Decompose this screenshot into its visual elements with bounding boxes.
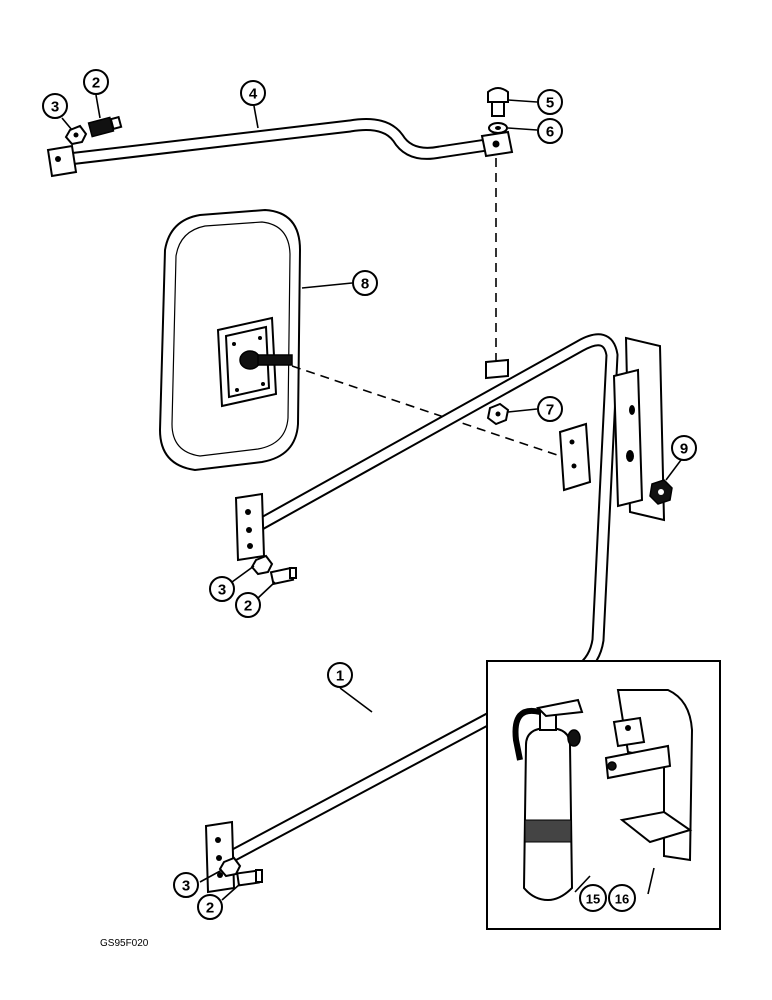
callout-label: 9 (680, 441, 688, 458)
callout-2-lower: 2 (197, 894, 223, 920)
figure-code: GS95F020 (100, 938, 149, 949)
callout-label: 16 (615, 892, 629, 907)
callout-label: 4 (249, 86, 258, 103)
callout-label: 3 (51, 99, 59, 116)
upper-support-bar (46, 118, 514, 178)
callout-16: 16 (608, 884, 636, 912)
nut-7 (486, 402, 510, 426)
callout-3-lower: 3 (173, 872, 199, 898)
nut-lower (218, 856, 242, 878)
callout-label: 7 (546, 402, 554, 419)
mirror (158, 208, 302, 472)
callout-label: 3 (182, 878, 190, 895)
callout-label: 2 (92, 75, 100, 92)
cab-mount-bracket (612, 336, 666, 522)
callout-4: 4 (240, 80, 266, 106)
callout-9: 9 (671, 435, 697, 461)
callout-2-top: 2 (83, 69, 109, 95)
callout-label: 2 (244, 598, 252, 615)
extinguisher-bracket (604, 689, 694, 862)
callout-6: 6 (537, 118, 563, 144)
callout-2-middle: 2 (235, 592, 261, 618)
callout-1: 1 (327, 662, 353, 688)
bolt-5 (487, 87, 509, 117)
bolt-lower (236, 869, 263, 887)
callout-label: 15 (586, 892, 600, 907)
callout-3-top: 3 (42, 93, 68, 119)
callout-5: 5 (537, 89, 563, 115)
callout-8: 8 (352, 270, 378, 296)
callout-label: 2 (206, 900, 214, 917)
callout-label: 8 (361, 276, 369, 293)
callout-3-middle: 3 (209, 576, 235, 602)
fire-extinguisher (512, 698, 584, 902)
callout-label: 1 (336, 668, 344, 685)
callout-label: 5 (546, 95, 554, 112)
bolt-top (87, 115, 123, 138)
nut-9 (649, 479, 673, 505)
callout-7: 7 (537, 396, 563, 422)
nut-top (64, 124, 88, 146)
leader-lines (61, 94, 682, 901)
callout-15: 15 (579, 884, 607, 912)
bolt-middle (269, 566, 297, 586)
callout-label: 6 (546, 124, 554, 141)
callout-label: 3 (218, 582, 226, 599)
extinguisher-inset (486, 660, 721, 930)
nut-middle (250, 554, 274, 576)
washer-6 (488, 122, 508, 134)
